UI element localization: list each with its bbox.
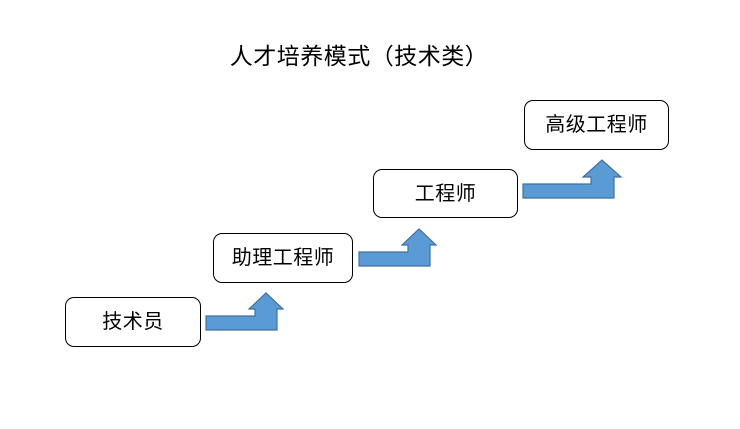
flow-node-label: 技术员: [102, 311, 164, 333]
bent-arrow-shape: [522, 159, 623, 199]
flow-node-technician[interactable]: 技术员: [65, 297, 201, 347]
flow-node-label: 助理工程师: [231, 247, 335, 269]
flow-node-senior-engineer[interactable]: 高级工程师: [524, 100, 669, 150]
bent-arrow-up-icon: [522, 159, 623, 199]
page-title: 人才培养模式（技术类）: [229, 44, 489, 69]
bent-arrow-up-icon: [205, 292, 284, 331]
bent-arrow-shape: [358, 228, 437, 267]
flow-node-engineer[interactable]: 工程师: [373, 169, 518, 218]
bent-arrow-up-icon: [358, 228, 437, 267]
flow-node-label: 工程师: [414, 182, 477, 205]
flow-node-assistant-engineer[interactable]: 助理工程师: [213, 233, 353, 283]
flow-node-label: 高级工程师: [545, 114, 648, 136]
bent-arrow-shape: [205, 292, 284, 331]
